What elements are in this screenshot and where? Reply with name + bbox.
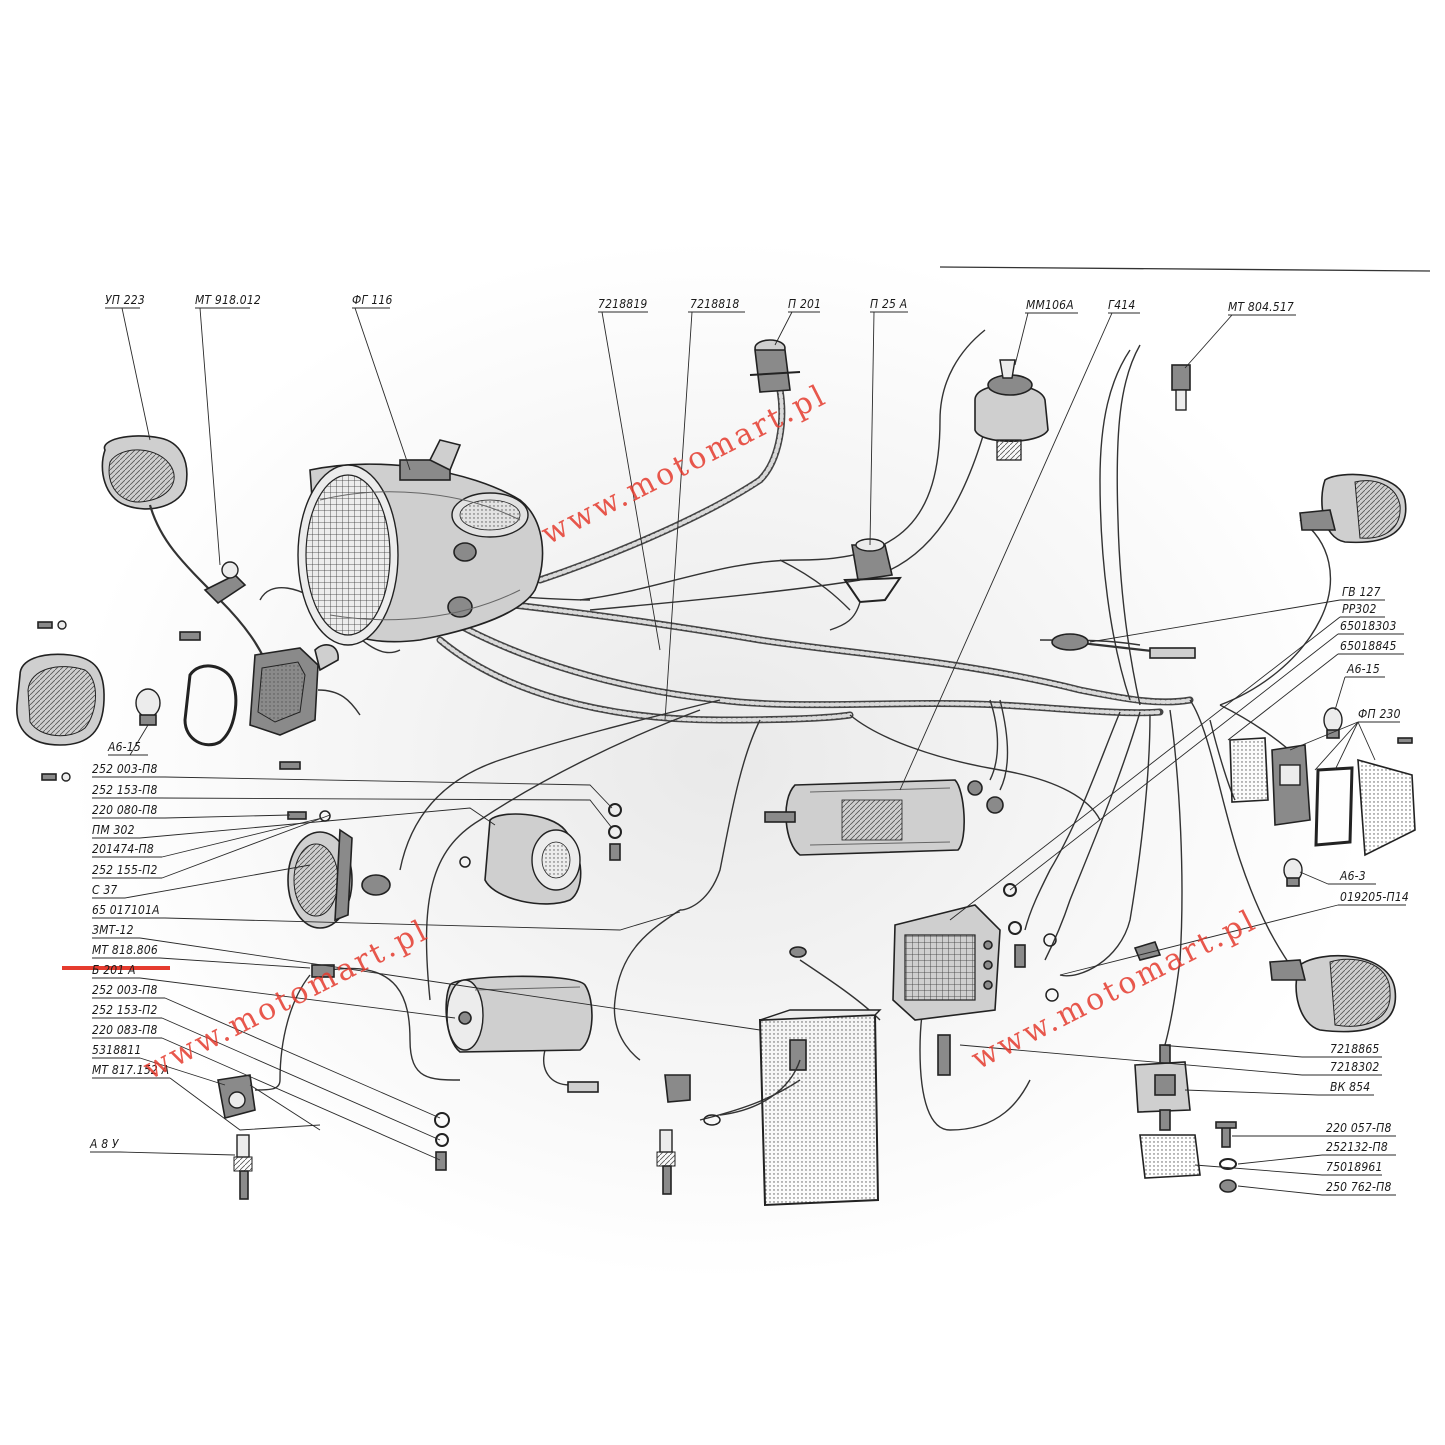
bulb-left <box>135 688 161 726</box>
label-252153-p2: 252 153-П2 <box>92 1003 158 1017</box>
label-fg116: ФГ 116 <box>352 293 393 307</box>
generator <box>764 779 1004 856</box>
label-p201: П 201 <box>788 297 821 311</box>
voltage-regulator <box>892 904 1001 1021</box>
rear-lamp-fp230 <box>1229 737 1416 857</box>
label-mt918012: МТ 918.012 <box>195 293 261 307</box>
label-zmt12: ЗМТ-12 <box>92 923 134 937</box>
label-220083-p8: 220 083-П8 <box>92 1023 158 1037</box>
spark-plugs <box>233 1129 676 1200</box>
label-252155-p2: 252 155-П2 <box>92 863 158 877</box>
label-up223: УП 223 <box>105 293 145 307</box>
relay-pm302 <box>459 813 582 905</box>
highlight-bar <box>62 966 170 970</box>
main-harness <box>436 386 1194 724</box>
label-7218302: 7218302 <box>1330 1060 1379 1074</box>
lamp-holder <box>179 631 361 736</box>
label-fp230: ФП 230 <box>1358 707 1401 721</box>
turn-signal-top-left <box>101 435 266 661</box>
brake-switch <box>1134 1044 1201 1179</box>
label-gv127: ГВ 127 <box>1342 585 1381 599</box>
rear-light-right <box>1299 473 1407 544</box>
connector-p201 <box>749 339 801 393</box>
label-pm302: ПМ 302 <box>92 823 135 837</box>
label-7218865: 7218865 <box>1330 1042 1379 1056</box>
label-mt817152a: МТ 817.152 А <box>92 1063 169 1077</box>
label-b201a: Б 201 А <box>92 963 136 977</box>
label-a8u: А 8 У <box>89 1137 120 1151</box>
label-a6-15-right: А6-15 <box>1346 662 1380 676</box>
label-201474-p8: 201474-П8 <box>92 842 154 856</box>
label-rr302: РР302 <box>1342 602 1377 616</box>
frame-line <box>939 266 1431 272</box>
label-s37: С 37 <box>92 883 118 897</box>
label-mt804517: МТ 804.517 <box>1228 300 1294 314</box>
fasteners-right-center <box>937 883 1059 1076</box>
label-mm106a: ММ106А <box>1026 298 1074 312</box>
spark-plug-caps <box>217 964 691 1119</box>
rear-light-right-bottom <box>1269 955 1397 1033</box>
label-65018303: 65018303 <box>1340 619 1397 633</box>
label-220080-p8: 220 080-П8 <box>92 803 158 817</box>
label-7218818: 7218818 <box>690 297 739 311</box>
turn-signal-left <box>16 620 105 782</box>
fasteners-bottom-right <box>1133 941 1237 1193</box>
part-labels: УП 223 МТ 918.012 ФГ 116 7218819 7218818… <box>89 293 1409 1194</box>
pressure-sensor <box>974 359 1049 461</box>
ignition-coil <box>445 975 593 1053</box>
battery <box>703 946 882 1207</box>
label-p25a: П 25 А <box>870 297 907 311</box>
label-vk854: ВК 854 <box>1330 1080 1370 1094</box>
label-019205-p14: 019205-П14 <box>1340 890 1409 904</box>
label-mt818806: МТ 818.806 <box>92 943 158 957</box>
label-7218819: 7218819 <box>598 297 647 311</box>
label-252132-p8: 252132-П8 <box>1326 1140 1388 1154</box>
gasket <box>183 664 238 747</box>
label-250762-p8: 250 762-П8 <box>1326 1180 1392 1194</box>
label-a6-3: А6-3 <box>1339 869 1366 883</box>
label-g414: Г414 <box>1108 298 1135 312</box>
label-65018845: 65018845 <box>1340 639 1397 653</box>
fasteners-bottom-center <box>434 1112 450 1171</box>
headlight <box>297 439 544 646</box>
bulb-a6-3 <box>1283 858 1303 887</box>
label-a6-15-left: А6-15 <box>107 740 141 754</box>
label-220057-p8: 220 057-П8 <box>1326 1121 1392 1135</box>
leader-lines <box>90 307 1406 1196</box>
label-252003-p8-bottom: 252 003-П8 <box>92 983 158 997</box>
background-shading <box>70 240 1370 1280</box>
label-5318811: 5318811 <box>92 1043 141 1057</box>
horn <box>287 828 391 929</box>
speedometer-cable <box>1051 633 1196 659</box>
switch-mt804517 <box>1171 364 1191 411</box>
label-75018961: 75018961 <box>1326 1160 1383 1174</box>
label-65017101a: 65 017101А <box>92 903 160 917</box>
label-252153-p8: 252 153-П8 <box>92 783 158 797</box>
label-252003-p8-top: 252 003-П8 <box>92 762 158 776</box>
bulb-right <box>1323 707 1343 739</box>
